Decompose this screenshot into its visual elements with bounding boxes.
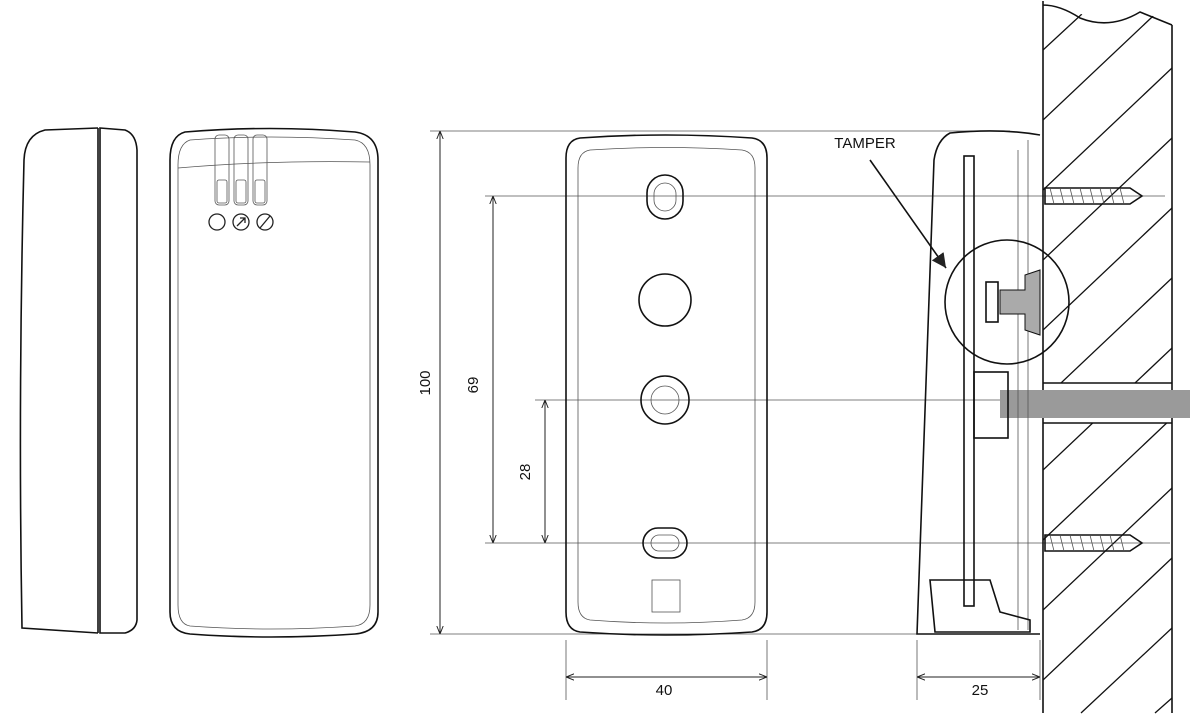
- mounting-hole-bottom: [642, 527, 688, 559]
- wall-section: [1042, 0, 1173, 714]
- cable: [1000, 390, 1190, 418]
- dimension-cable-offset: 28: [517, 400, 545, 543]
- side-view: [19, 127, 138, 634]
- height-label: 100: [417, 370, 434, 395]
- hole-spacing-label: 69: [465, 377, 482, 394]
- width-label: 40: [656, 682, 673, 699]
- tamper-switch: [985, 281, 999, 323]
- dimension-height: 100: [417, 131, 440, 634]
- mounted-side-view: TAMPER: [834, 130, 1070, 635]
- dimension-width: 40: [566, 677, 767, 699]
- dimension-depth: 25: [917, 677, 1040, 699]
- brand-logo-icons: [208, 213, 274, 231]
- back-view: [565, 134, 768, 636]
- led-indicators: [214, 134, 268, 206]
- cable-hole: [640, 375, 690, 425]
- front-view: [169, 127, 379, 638]
- logo-icon-3: [256, 213, 274, 231]
- cable-connector: [973, 371, 1009, 439]
- logo-icon-2: [232, 213, 250, 231]
- circuit-board: [963, 155, 975, 607]
- screw-top: [1044, 187, 1144, 205]
- screw-bottom: [1044, 534, 1144, 552]
- mounting-hole-top: [646, 174, 684, 220]
- tamper-window: [651, 579, 681, 613]
- cable-offset-label: 28: [517, 464, 534, 481]
- tamper-detail-circle: [944, 239, 1070, 365]
- dimension-hole-spacing: 69: [465, 196, 493, 543]
- depth-label: 25: [972, 682, 989, 699]
- tamper-label: TAMPER: [834, 135, 896, 152]
- logo-icon-1: [208, 213, 226, 231]
- knockout-hole: [638, 273, 692, 327]
